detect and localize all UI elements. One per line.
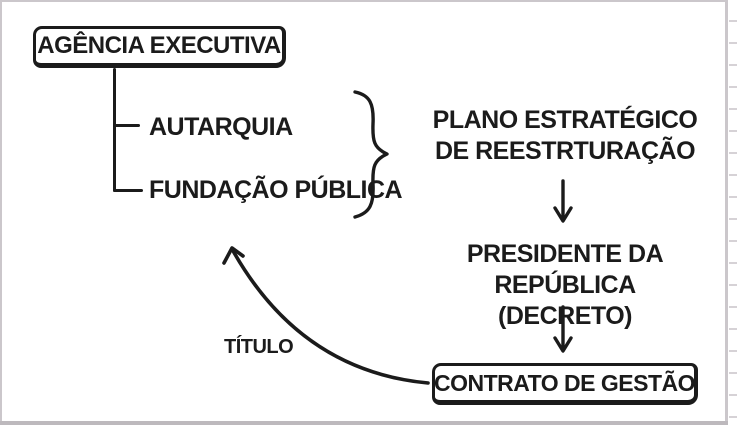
tree-item-autarquia: AUTARQUIA [149, 113, 293, 141]
arrow-down-icon [553, 179, 573, 223]
plano-estrategico-text: PLANO ESTRATÉGICO DE REESTRTURAÇÃO [428, 105, 702, 167]
frame-top-edge [0, 0, 728, 2]
plano-line-2: DE REESTRTURAÇÃO [434, 137, 696, 165]
curve-label-titulo: TÍTULO [224, 336, 294, 358]
agencia-executiva-box: AGÊNCIA EXECUTIVA [33, 26, 286, 68]
plano-line-1: PLANO ESTRATÉGICO [432, 106, 698, 134]
arrow-down-icon [553, 305, 573, 353]
curved-arrow-icon [222, 246, 430, 385]
contrato-de-gestao-label: CONTRATO DE GESTÃO [433, 369, 696, 396]
presidente-line-1: PRESIDENTE DA REPÚBLICA [466, 240, 664, 299]
presidente-republica-text: PRESIDENTE DA REPÚBLICA (DECRETO) [408, 239, 722, 332]
frame-left-edge [0, 0, 2, 425]
tree-branch-line-autarquia [113, 124, 140, 127]
spreadsheet-row-ticks [729, 0, 737, 425]
tree-branch-line-fundacao [113, 189, 143, 192]
agencia-executiva-label: AGÊNCIA EXECUTIVA [37, 32, 281, 59]
tree-vertical-line [113, 68, 116, 192]
frame-right-edge [725, 0, 728, 425]
tree-item-fundacao-publica: FUNDAÇÃO PÚBLICA [149, 176, 403, 204]
curly-brace-icon [353, 90, 389, 219]
contrato-de-gestao-box: CONTRATO DE GESTÃO [432, 363, 698, 405]
presidente-line-2: (DECRETO) [498, 302, 632, 330]
frame-bottom-edge [0, 421, 728, 425]
